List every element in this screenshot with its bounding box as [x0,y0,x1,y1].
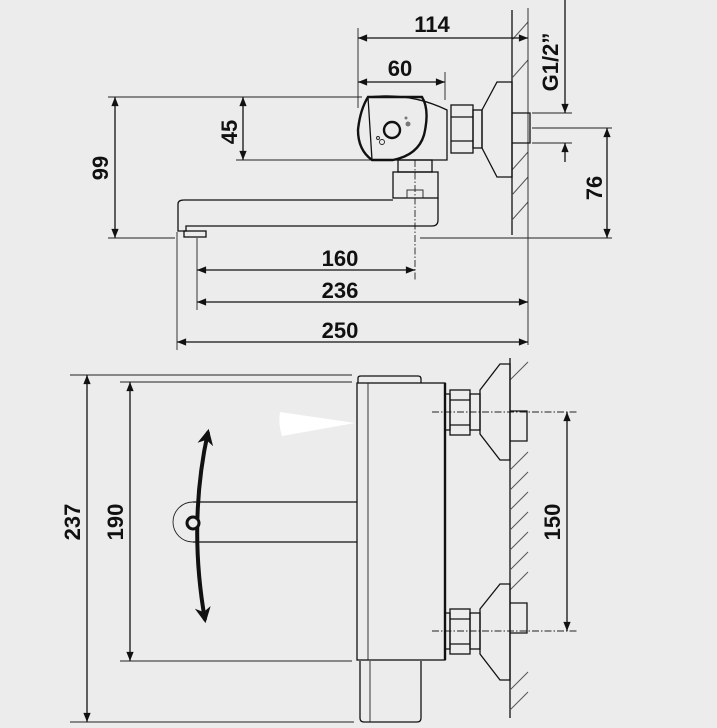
top-view: 114 60 45 99 76 G1/2” 160 236 250 [88,0,612,350]
wall-top [511,10,529,235]
dim-thread: G1/2” [538,33,563,92]
dim-150: 150 [540,504,565,541]
lever-pivot [185,515,201,531]
dim-237: 237 [60,504,85,541]
dim-99: 99 [88,156,113,180]
dim-45: 45 [217,120,242,144]
dim-190: 190 [103,504,128,541]
spout-outlet-indicator [279,412,355,436]
dim-114: 114 [414,12,450,37]
dim-250: 250 [322,318,359,343]
mixer-body-top [177,81,531,238]
dim-236: 236 [322,278,359,303]
dim-76: 76 [582,176,607,200]
dim-160: 160 [322,246,359,271]
front-view: 237 190 150 [60,358,578,723]
mixer-body-front [172,363,528,723]
dim-60: 60 [388,56,412,81]
